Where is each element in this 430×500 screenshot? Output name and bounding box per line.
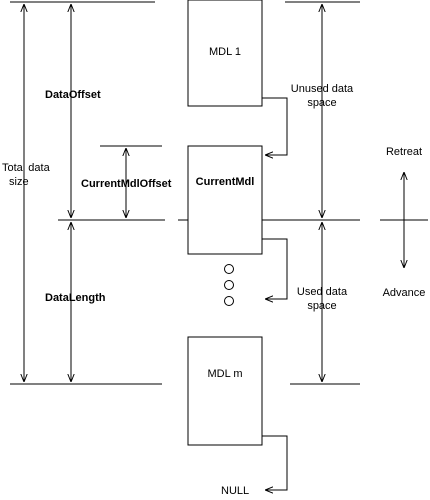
unused-data-space-label-line1: Unused data [291, 83, 354, 95]
ellipsis-dot-2 [224, 280, 234, 290]
unused-data-space-label-line2: space [307, 97, 336, 109]
ellipsis-dot-1 [224, 264, 234, 274]
mdl-current-label: CurrentMdl [196, 176, 255, 188]
retreat-label: Retreat [386, 146, 422, 158]
data-length-label: DataLength [45, 292, 106, 304]
null-label: NULL [221, 485, 249, 497]
mdl-last-box [187, 336, 263, 446]
mdl-first-box [187, 0, 263, 107]
link-last-to-null [262, 435, 288, 490]
total-data-size-label-line2: size [9, 176, 29, 188]
used-data-space-label-line1: Used data [297, 286, 348, 298]
current-mdl-offset-label: CurrentMdlOffset [81, 178, 172, 190]
data-offset-label: DataOffset [45, 89, 101, 101]
mdl-current-box [187, 145, 263, 255]
link-first-to-current [262, 97, 288, 155]
mdl-last-label: MDL m [207, 368, 242, 380]
link-current-to-next [262, 238, 288, 299]
mdl-first-label: MDL 1 [209, 46, 241, 58]
used-data-space-label-line2: space [307, 300, 336, 312]
total-data-size-label-line1: Total data [2, 162, 51, 174]
advance-label: Advance [383, 287, 426, 299]
ellipsis-dot-3 [224, 296, 234, 306]
